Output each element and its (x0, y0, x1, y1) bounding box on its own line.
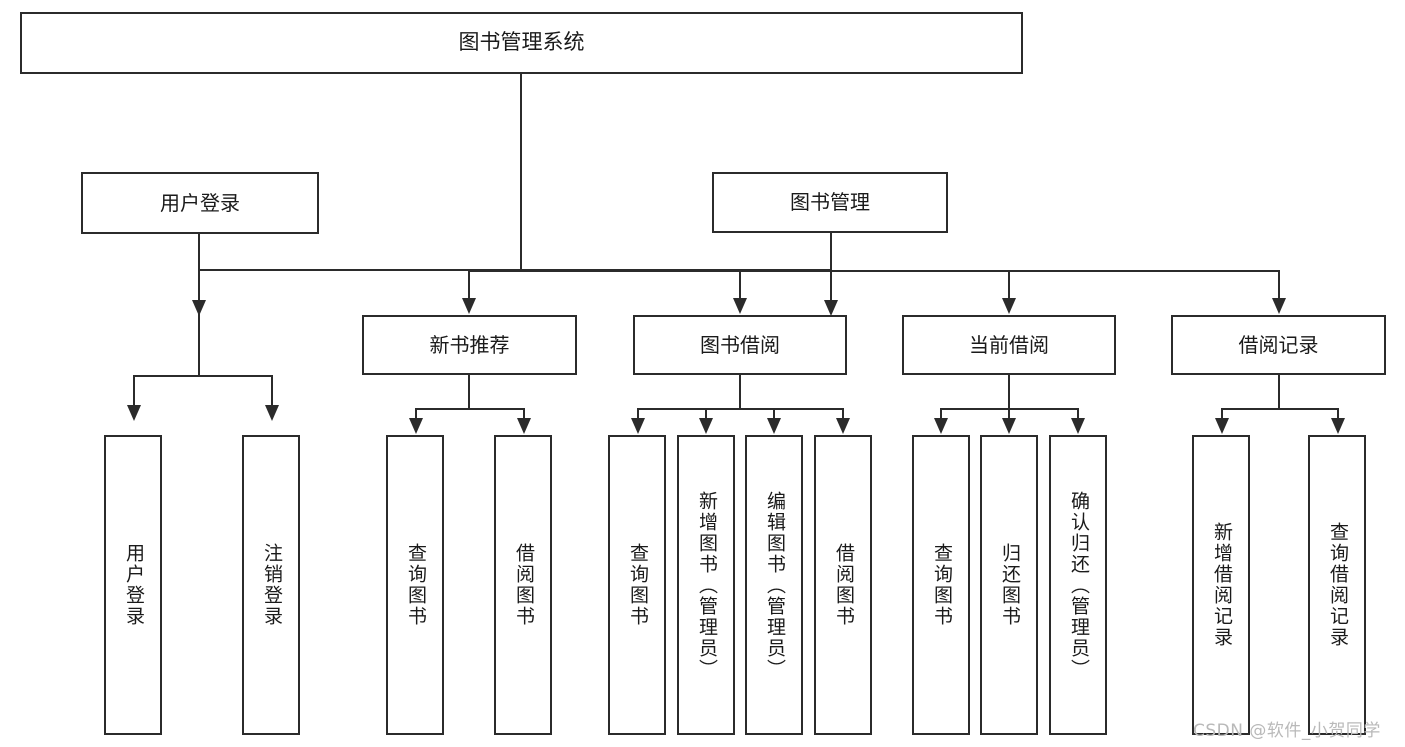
leaf-records-add-record[interactable]: 新增借阅记录 (1192, 435, 1250, 735)
arrow-newbook-leaf-2 (517, 418, 531, 434)
arrow-borrow-leaf-4 (836, 418, 850, 434)
leaf-user-login-signin[interactable]: 用户登录 (104, 435, 162, 735)
edge-bookmgmt-drop-3 (1008, 270, 1010, 300)
node-label: 借阅图书 (512, 543, 535, 627)
edge-current-drop-2 (1008, 408, 1010, 423)
node-label: 编辑图书（管理员） (763, 490, 786, 680)
node-label: 查询图书 (404, 543, 427, 627)
node-label: 查询图书 (930, 543, 953, 627)
node-label: 归还图书 (998, 543, 1021, 627)
node-label: 新书推荐 (429, 332, 510, 357)
node-label: 用户登录 (160, 190, 240, 215)
node-user-login[interactable]: 用户登录 (81, 172, 319, 234)
edge-current-drop-3 (1077, 408, 1079, 423)
edge-records-drop-2 (1337, 408, 1339, 423)
node-book-management[interactable]: 图书管理 (712, 172, 948, 233)
edge-userlogin-drop-1 (133, 375, 135, 407)
edge-userlogin-drop-2 (271, 375, 273, 407)
edge-bookmgmt-drop-1 (468, 270, 470, 300)
edge-borrow-drop-1 (637, 408, 639, 423)
edge-borrow-drop-3 (773, 408, 775, 423)
edge-root-drop-right (830, 269, 832, 303)
node-current-borrow[interactable]: 当前借阅 (902, 315, 1116, 375)
arrow-to-current (1002, 298, 1016, 314)
leaf-current-return-book[interactable]: 归还图书 (980, 435, 1038, 735)
leaf-borrow-add-book[interactable]: 新增图书（管理员） (677, 435, 735, 735)
node-label: 新增图书（管理员） (695, 490, 718, 680)
leaf-records-query-record[interactable]: 查询借阅记录 (1308, 435, 1366, 735)
node-label: 图书管理 (790, 190, 870, 215)
edge-newbook-drop-2 (523, 408, 525, 423)
node-label: 用户登录 (122, 543, 145, 627)
edge-bookmgmt-bus (468, 270, 1280, 272)
arrow-current-leaf-1 (934, 418, 948, 434)
node-book-borrow[interactable]: 图书借阅 (633, 315, 847, 375)
leaf-new-book-borrow[interactable]: 借阅图书 (494, 435, 552, 735)
leaf-user-login-signout[interactable]: 注销登录 (242, 435, 300, 735)
node-label: 查询图书 (626, 543, 649, 627)
arrow-to-user-login (192, 300, 206, 316)
edge-borrow-stem (739, 374, 741, 409)
leaf-borrow-query-book[interactable]: 查询图书 (608, 435, 666, 735)
edge-userlogin-bus (133, 375, 273, 377)
arrow-current-leaf-3 (1071, 418, 1085, 434)
arrow-to-records (1272, 298, 1286, 314)
node-label: 图书管理系统 (458, 30, 585, 55)
arrow-to-book-mgmt (824, 300, 838, 316)
arrow-newbook-leaf-1 (409, 418, 423, 434)
arrow-current-leaf-2 (1002, 418, 1016, 434)
node-root-system[interactable]: 图书管理系统 (20, 12, 1023, 74)
edge-current-stem (1008, 374, 1010, 409)
arrow-to-borrow (733, 298, 747, 314)
edge-borrow-drop-2 (705, 408, 707, 423)
node-borrow-records[interactable]: 借阅记录 (1171, 315, 1386, 375)
edge-current-drop-1 (940, 408, 942, 423)
edge-newbook-stem (468, 374, 470, 409)
arrow-userlogin-leaf-2 (265, 405, 279, 421)
arrow-userlogin-leaf-1 (127, 405, 141, 421)
edge-root-stem (520, 74, 522, 270)
edge-newbook-bus (415, 408, 525, 410)
arrow-to-new-book (462, 298, 476, 314)
arrow-borrow-leaf-2 (699, 418, 713, 434)
edge-newbook-drop-1 (415, 408, 417, 423)
edge-records-bus (1221, 408, 1339, 410)
leaf-current-query-book[interactable]: 查询图书 (912, 435, 970, 735)
node-label: 确认归还（管理员） (1067, 490, 1090, 680)
leaf-borrow-borrow-book[interactable]: 借阅图书 (814, 435, 872, 735)
edge-borrow-bus (637, 408, 844, 410)
edge-records-stem (1278, 374, 1280, 409)
arrow-records-leaf-1 (1215, 418, 1229, 434)
edge-records-drop-1 (1221, 408, 1223, 423)
node-label: 图书借阅 (700, 332, 780, 357)
node-label: 当前借阅 (969, 332, 1049, 357)
arrow-records-leaf-2 (1331, 418, 1345, 434)
node-label: 借阅图书 (832, 543, 855, 627)
edge-bookmgmt-stem (830, 231, 832, 271)
node-new-book-recommend[interactable]: 新书推荐 (362, 315, 577, 375)
arrow-borrow-leaf-3 (767, 418, 781, 434)
node-label: 新增借阅记录 (1210, 522, 1233, 648)
leaf-borrow-edit-book[interactable]: 编辑图书（管理员） (745, 435, 803, 735)
edge-bookmgmt-drop-2 (739, 270, 741, 300)
leaf-current-confirm-return[interactable]: 确认归还（管理员） (1049, 435, 1107, 735)
arrow-borrow-leaf-1 (631, 418, 645, 434)
node-label: 借阅记录 (1238, 332, 1319, 357)
edge-borrow-drop-4 (842, 408, 844, 423)
edge-bookmgmt-drop-4 (1278, 270, 1280, 300)
node-label: 注销登录 (260, 543, 283, 627)
leaf-new-book-query[interactable]: 查询图书 (386, 435, 444, 735)
node-label: 查询借阅记录 (1326, 522, 1349, 648)
